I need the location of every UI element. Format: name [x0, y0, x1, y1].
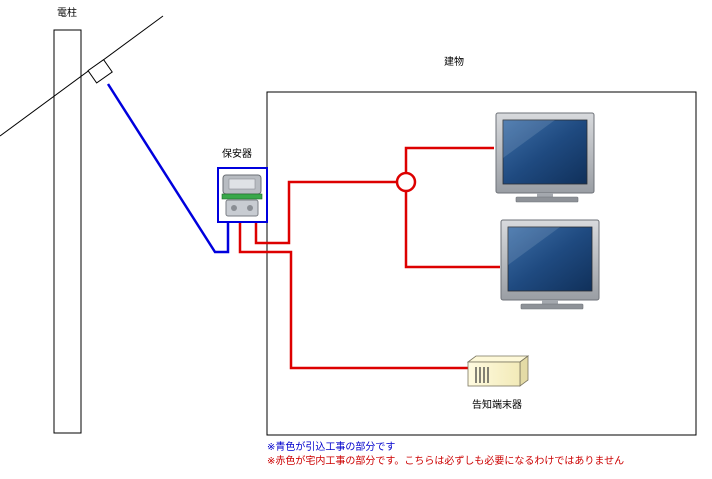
notification-terminal [466, 355, 530, 387]
terminal-label: 告知端末器 [472, 400, 522, 411]
drop-wire-blue [106, 83, 230, 254]
building-label: 建物 [444, 57, 464, 68]
protector-label: 保安器 [222, 149, 252, 160]
note-blue: ※青色が引込工事の部分です [267, 442, 396, 453]
note-red: ※赤色が宅内工事の部分です。こちらは必ずしも必要になるわけではありません [267, 456, 625, 467]
overhead-line [0, 15, 164, 137]
drop-clamp [87, 59, 113, 84]
protector [217, 167, 268, 223]
television-2 [500, 219, 600, 310]
splitter [395, 171, 417, 193]
television-1 [495, 112, 595, 203]
pole-label: 電柱 [57, 8, 77, 19]
utility-pole [53, 29, 82, 434]
indoor-wiring-red [238, 146, 500, 370]
